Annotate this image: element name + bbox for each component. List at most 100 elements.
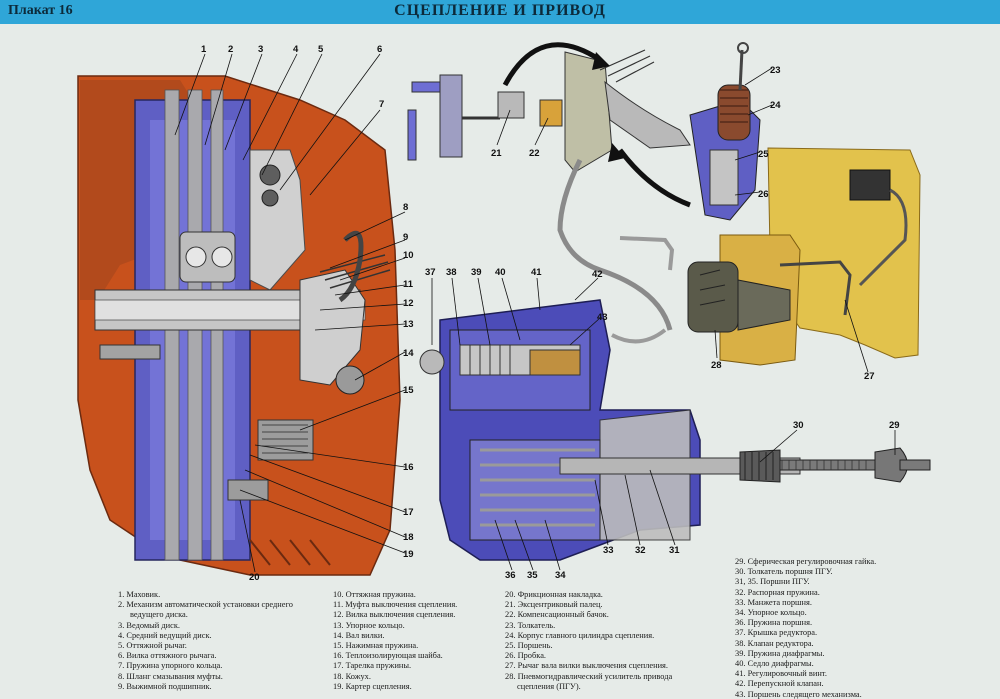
callout-1: 1 [201,44,207,55]
legend-item: 13. Упорное кольцо. [333,620,405,630]
legend-item: 19. Картер сцепления. [333,681,412,691]
legend-item: 23. Толкатель. [505,620,556,630]
legend-column-3: 20. Фрикционная накладка. 21. Эксцентрик… [505,590,672,692]
callout-35: 35 [527,570,538,581]
callout-25: 25 [758,149,769,160]
legend-item: 2. Механизм автоматической установки сре… [118,600,293,610]
callout-15: 15 [403,385,414,396]
callout-26: 26 [758,189,769,200]
legend-column-2: 10. Оттяжная пружина. 11. Муфта выключен… [333,590,457,692]
legend-item: 28. Пневмогидравлический усилитель приво… [505,671,673,681]
legend-item: 6. Вилка оттяжного рычага. [118,651,217,661]
legend-item: 12. Вилка выключения сцепления. [333,610,456,620]
legend-item: 40. Седло диафрагмы. [735,659,814,669]
legend-item: 16. Теплоизолирующая шайба. [333,651,443,661]
legend-item: 41. Регулировочный винт. [735,669,827,679]
callout-40: 40 [495,267,506,278]
legend-item: ведущего диска. [130,610,188,620]
callout-41: 41 [531,267,542,278]
clutch-diagram: 1 2 3 4 5 6 7 8 9 10 11 12 13 14 15 16 1… [77,42,931,583]
legend-item: 9. Выжимной подшипник. [118,681,212,691]
legend-item: 33. Манжета поршня. [735,597,812,607]
master-cylinder [689,42,761,221]
legend-item: 38. Клапан редуктора. [735,638,814,648]
callout-12: 12 [403,298,414,309]
callout-16: 16 [403,462,414,473]
callout-24: 24 [770,100,781,111]
legend-column-4: 29. Сферическая регулировочная гайка. 30… [735,557,876,699]
legend-item: 32. Распорная пружина. [735,587,820,597]
callout-labels: 1 2 3 4 5 6 7 8 9 10 11 12 13 14 15 16 1… [201,44,900,583]
legend-column-1: 1. Маховик. 2. Механизм автоматической у… [118,590,293,692]
callout-28: 28 [711,360,722,371]
callout-11: 11 [403,279,414,290]
callout-8: 8 [403,202,408,213]
callout-29: 29 [889,420,900,431]
callout-33: 33 [603,545,614,556]
legend-item: 1. Маховик. [118,590,161,599]
legend-item: сцепления (ПГУ). [517,681,581,691]
legend-item: 36. Пружина поршня. [735,618,813,628]
legend-item: 30. Толкатель поршня ПГУ. [735,567,833,577]
callout-13: 13 [403,319,414,330]
callout-31: 31 [669,545,680,556]
poster-title: СЦЕПЛЕНИЕ И ПРИВОД [394,2,606,19]
legend-item: 29. Сферическая регулировочная гайка. [735,557,877,566]
callout-3: 3 [258,44,263,55]
legend-item: 39. Пружина диафрагмы. [735,648,825,658]
legend-item: 37. Крышка редуктора. [735,628,818,638]
callout-19: 19 [403,549,414,560]
pgu-booster-section [419,299,931,561]
callout-37: 37 [425,267,436,278]
callout-30: 30 [793,420,804,431]
legend-item: 11. Муфта выключения сцепления. [333,600,458,610]
callout-2: 2 [228,44,233,55]
legend-item: 42. Перепускной клапан. [735,679,824,689]
plate-label: Плакат 16 [8,3,73,18]
callout-20: 20 [249,572,260,583]
legend-item: 18. Кожух. [333,671,371,681]
legend-item: 17. Тарелка пружины. [333,661,412,671]
legend-item: 22. Компенсационный бачок. [505,610,609,620]
callout-27: 27 [864,371,875,382]
callout-4: 4 [293,44,299,55]
callout-9: 9 [403,232,408,243]
legend-item: 4. Средний ведущий диск. [118,630,212,640]
callout-23: 23 [770,65,781,76]
legend-item: 20. Фрикционная накладка. [505,590,603,599]
callout-14: 14 [403,348,414,359]
callout-38: 38 [446,267,457,278]
callout-6: 6 [377,44,382,55]
callout-39: 39 [471,267,482,278]
pedal-assembly [407,42,691,331]
legend-item: 3. Ведомый диск. [118,620,180,630]
legend-item: 15. Нажимная пружина. [333,641,419,651]
legend-item: 7. Пружина упорного кольца. [118,661,223,671]
booster-mount [611,147,921,366]
legend-item: 5. Оттяжной рычаг. [118,641,187,651]
callout-34: 34 [555,570,566,581]
callout-36: 36 [505,570,516,581]
legend-item: 10. Оттяжная пружина. [333,590,416,599]
legend-item: 14. Вал вилки. [333,630,385,640]
callout-22: 22 [529,148,540,159]
callout-7: 7 [379,99,384,110]
callout-21: 21 [491,148,502,159]
legend-item: 25. Поршень. [505,641,553,651]
legend-item: 8. Шланг смазывания муфты. [118,671,223,681]
legend-item: 34. Упорное кольцо. [735,608,807,618]
legend-item: 27. Рычаг вала вилки выключения сцеплени… [505,661,669,671]
leader-lines [174,53,896,573]
legend-item: 21. Эксцентриковый палец. [505,600,603,610]
callout-5: 5 [318,44,324,55]
callout-10: 10 [403,250,414,261]
legend-item: 26. Пробка. [505,651,546,661]
title-bar: Плакат 16 СЦЕПЛЕНИЕ И ПРИВОД [0,0,1000,24]
clutch-cross-section [77,75,401,576]
callout-42: 42 [592,269,603,280]
legend-item: 24. Корпус главного цилиндра сцепления. [505,630,655,640]
callout-43: 43 [597,312,608,323]
callout-18: 18 [403,532,414,543]
legend-item: 43. Поршень следящего механизма. [735,689,862,699]
